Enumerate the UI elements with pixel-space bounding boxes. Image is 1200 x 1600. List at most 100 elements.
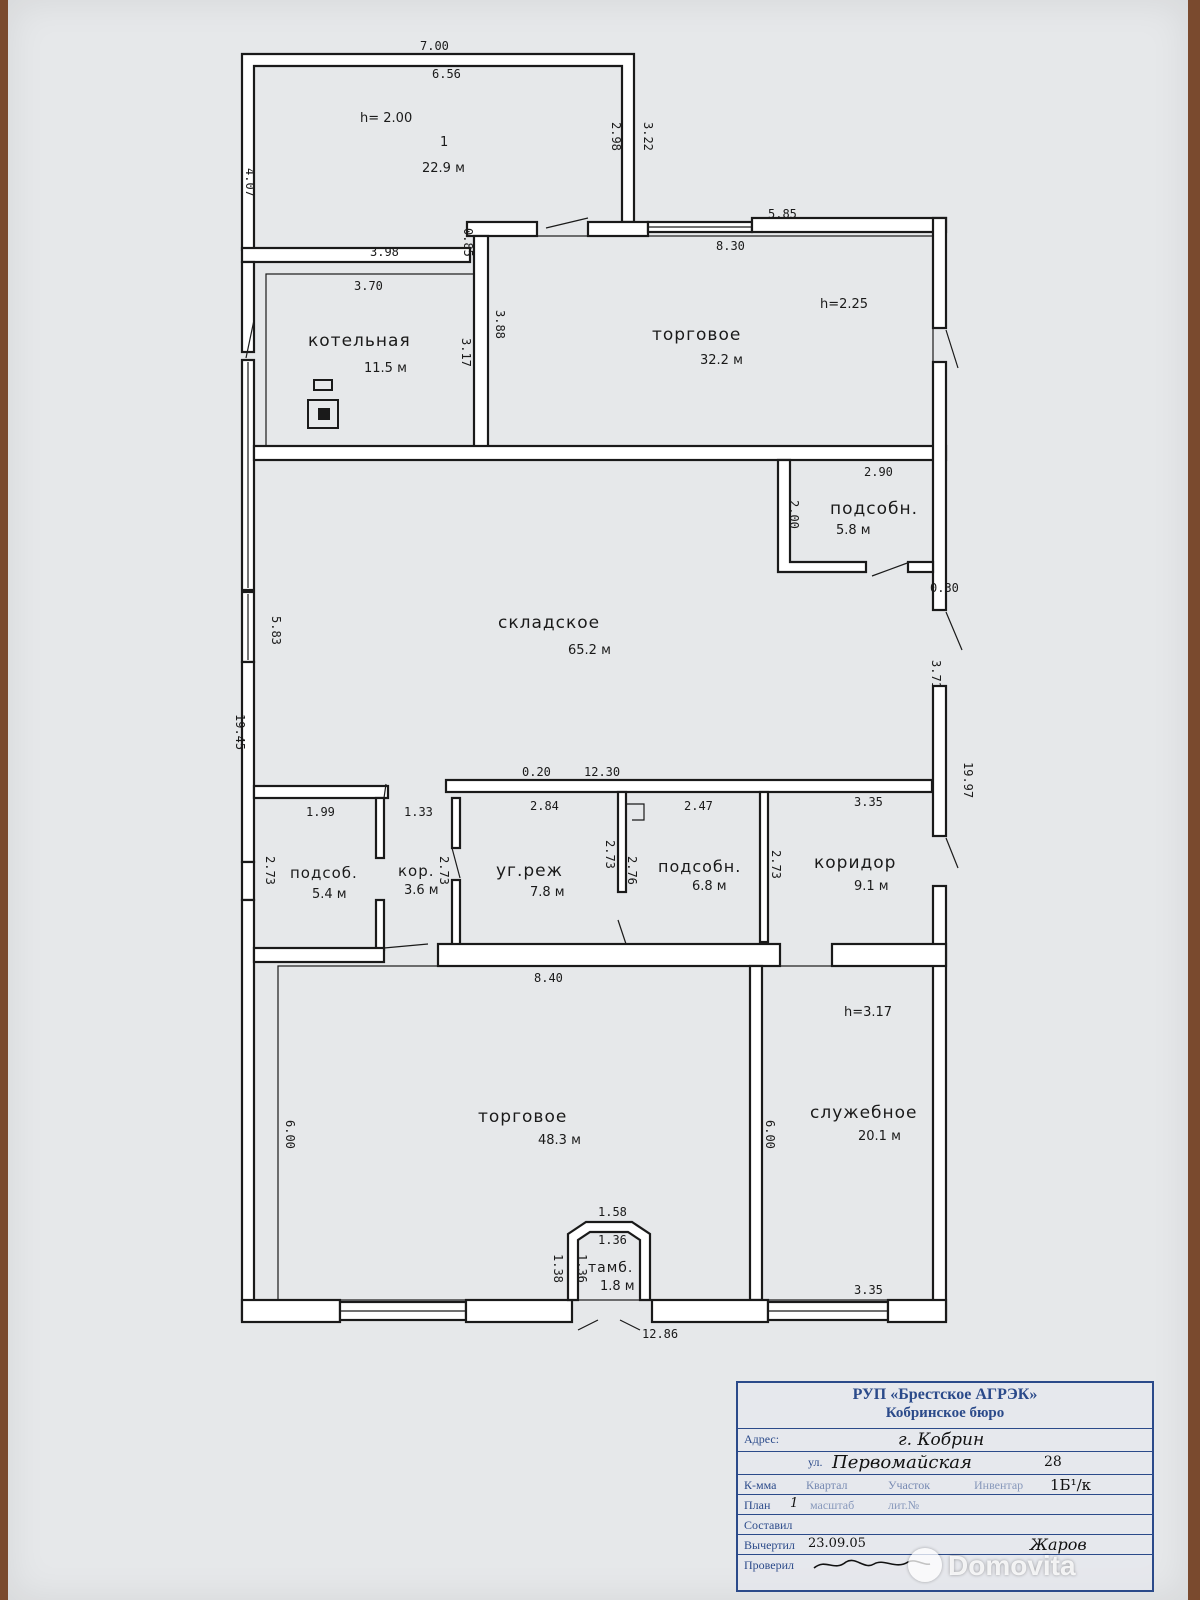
wall-trade-service	[748, 964, 764, 1302]
dim-273a: 2.73	[263, 856, 277, 885]
window-left-2	[240, 860, 256, 902]
dim-158: 1.58	[598, 1205, 627, 1219]
wall-right-1	[931, 216, 948, 330]
wall-vestibule	[566, 1220, 652, 1302]
wall-p1b	[374, 898, 386, 952]
stamp-kmma: К-мма	[744, 1478, 777, 1492]
fixture-aux2	[626, 803, 645, 821]
stamp-inventar: Инвентар	[974, 1478, 1024, 1492]
stamp-house: 28	[1044, 1454, 1062, 1470]
stamp-plan: План	[744, 1498, 771, 1512]
room-vestibule-area: 1.8 м	[600, 1279, 635, 1294]
title-stamp: РУП «Брестское АГРЭК» Кобринское бюро Ад…	[736, 1381, 1154, 1592]
room-storage-area: 65.2 м	[568, 643, 611, 658]
stamp-name: Жаров	[1030, 1535, 1087, 1554]
room1-area: 22.9 м	[422, 161, 465, 176]
door-vest-2	[619, 1319, 641, 1331]
room-aux2-area: 6.8 м	[692, 879, 727, 894]
dim-199: 1.99	[306, 805, 335, 819]
stamp-uchastok: Участок	[888, 1478, 931, 1492]
stamp-org: РУП «Брестское АГРЭК»	[852, 1386, 1038, 1403]
watermark-text: Domovita	[948, 1550, 1076, 1581]
stamp-proveril: Проверил	[744, 1558, 794, 1572]
dim-322: 3.22	[641, 122, 655, 151]
door-aux2	[617, 919, 627, 945]
room-trade-top-name: торговое	[652, 325, 741, 345]
wall-stub2	[586, 220, 650, 238]
stamp-row-vycherti: Вычертил 23.09.05 Жаров	[738, 1535, 1152, 1555]
dim-585: 5.85	[768, 207, 797, 221]
room1-number: 1	[440, 135, 448, 150]
door-mid	[383, 783, 387, 799]
boiler-core	[318, 408, 330, 420]
wall-p3	[616, 790, 628, 894]
stamp-address-label: Адрес:	[744, 1432, 780, 1446]
dim-020: 0.20	[522, 765, 551, 779]
wall-aux-stub	[906, 560, 935, 574]
dim-200: 2.00	[787, 500, 801, 529]
service-inner	[761, 965, 947, 1301]
stamp-bureau: Кобринское бюро	[738, 1404, 1152, 1429]
wall-low-1	[252, 946, 386, 964]
room-trade-bottom-area: 48.3 м	[538, 1133, 581, 1148]
room-service-area: 20.1 м	[858, 1129, 901, 1144]
room-trade-top-height: h=2.25	[820, 297, 868, 312]
dim-371: 3.71	[929, 660, 943, 689]
dim-1230: 12.30	[584, 765, 620, 779]
room-service-name: служебное	[810, 1103, 918, 1123]
stamp-row-plan: План 1 масштаб лит.№	[738, 1495, 1152, 1515]
stamp-row-kmma: К-мма Квартал Участок Инвентар 1Б¹/к	[738, 1475, 1152, 1495]
room-boiler-name: котельная	[308, 331, 411, 351]
dim-335a: 3.35	[854, 795, 883, 809]
room-corr-small-area: 3.6 м	[404, 883, 439, 898]
wall-right-3	[931, 684, 948, 838]
dim-600a: 6.00	[283, 1120, 297, 1149]
wall-right-2	[931, 360, 948, 612]
fixture-lines	[626, 803, 645, 821]
dim-840: 8.40	[534, 971, 563, 985]
wall-stub	[465, 220, 539, 238]
stamp-row-street: ул. Первомайская 28	[738, 1452, 1152, 1475]
dim-398: 3.98	[370, 245, 399, 259]
boiler-body	[307, 399, 339, 429]
wall-mid-main	[444, 778, 934, 794]
stamp-street-prefix: ул.	[808, 1455, 823, 1469]
wall-bottom-3	[650, 1298, 770, 1324]
boiler-symbol	[307, 379, 339, 429]
door-left-boiler	[245, 319, 255, 359]
room-storage-name: складское	[498, 613, 600, 633]
dim-1997: 19.97	[961, 762, 975, 798]
stamp-plan-no: 1	[790, 1496, 799, 1511]
wall-p2a	[450, 796, 462, 850]
room-toilet-name: уг.реж	[496, 861, 563, 881]
dim-407: 4.07	[243, 168, 257, 197]
stamp-sostavil: Составил	[744, 1518, 793, 1532]
stamp-row-proveril: Проверил	[738, 1555, 1152, 1574]
room-corridor-area: 9.1 м	[854, 879, 889, 894]
dim-1286: 12.86	[642, 1327, 678, 1341]
wall-p2b	[450, 878, 462, 950]
wall-boiler-trade	[472, 234, 490, 452]
wall-p1a	[374, 796, 386, 860]
dim-136b: 1.36	[575, 1254, 589, 1283]
dim-247: 2.47	[684, 799, 713, 813]
doors	[245, 217, 963, 1331]
wall-room1-bottom	[240, 246, 472, 264]
stamp-city: г. Кобрин	[898, 1430, 985, 1450]
dim-284: 2.84	[530, 799, 559, 813]
dim-273c: 2.73	[603, 840, 617, 869]
wall-storage-top	[252, 444, 948, 462]
wall-low-2	[436, 942, 782, 968]
stamp-lit: лит.№	[888, 1498, 920, 1512]
wall-bottom-2	[464, 1298, 574, 1324]
dim-656: 6.56	[432, 67, 461, 81]
walls	[240, 52, 948, 1324]
wall-mid-left	[252, 784, 390, 800]
wall-left-1	[240, 260, 256, 354]
door-right-1	[945, 329, 959, 369]
dim-133: 1.33	[404, 805, 433, 819]
door-top	[545, 217, 589, 229]
wall-left-4	[240, 898, 256, 1322]
room-aux1-name: подсоб.	[290, 864, 358, 882]
dim-085: 0.85	[461, 228, 475, 257]
